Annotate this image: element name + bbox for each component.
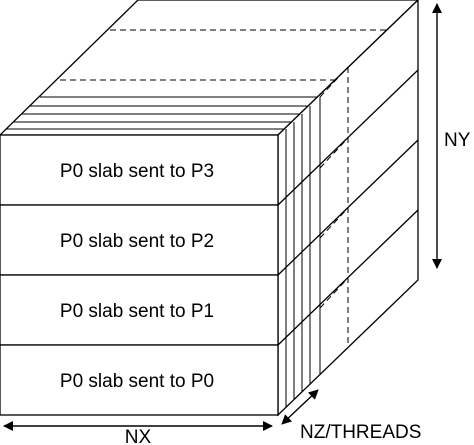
slab-p0 xyxy=(0,344,279,416)
top-face-slab-lines xyxy=(6,96,320,130)
slab-p3 xyxy=(0,134,279,206)
hidden-dashed-lines xyxy=(60,29,390,345)
slab-label-p1: P0 slab sent to P1 xyxy=(60,301,214,322)
slab-label-p2: P0 slab sent to P2 xyxy=(60,231,214,252)
ny-label: NY xyxy=(444,130,471,151)
slab-label-p3: P0 slab sent to P3 xyxy=(60,161,214,182)
nz-label: NZ/THREADS xyxy=(300,422,421,443)
nz-arrow xyxy=(281,389,319,425)
front-face: P0 slab sent to P3 P0 slab sent to P2 P0… xyxy=(0,134,279,416)
nx-label: NX xyxy=(125,427,152,445)
slab-p1 xyxy=(0,274,279,346)
slab-label-p0: P0 slab sent to P0 xyxy=(60,371,214,392)
slab-p2 xyxy=(0,204,279,276)
